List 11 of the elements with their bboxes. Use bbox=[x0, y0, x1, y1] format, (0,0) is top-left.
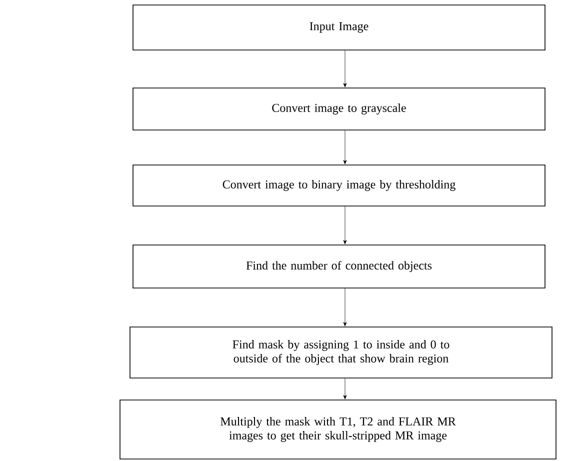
arrow bbox=[343, 206, 347, 244]
process-box: Find the number of connected objects bbox=[132, 244, 546, 288]
arrow bbox=[343, 50, 347, 88]
process-box: Convert image to grayscale bbox=[132, 88, 546, 130]
arrow bbox=[343, 130, 347, 164]
process-box: Find mask by assigning 1 to inside and 0 to outside of the object that show brain region bbox=[130, 326, 552, 378]
process-box: Convert image to binary image by thresholding bbox=[132, 164, 546, 206]
arrow bbox=[343, 378, 347, 400]
arrow bbox=[343, 288, 347, 326]
process-box: Input Image bbox=[132, 4, 546, 50]
process-box: Multiply the mask with T1, T2 and FLAIR MR images to get their skull-stripped MR image bbox=[120, 400, 556, 460]
